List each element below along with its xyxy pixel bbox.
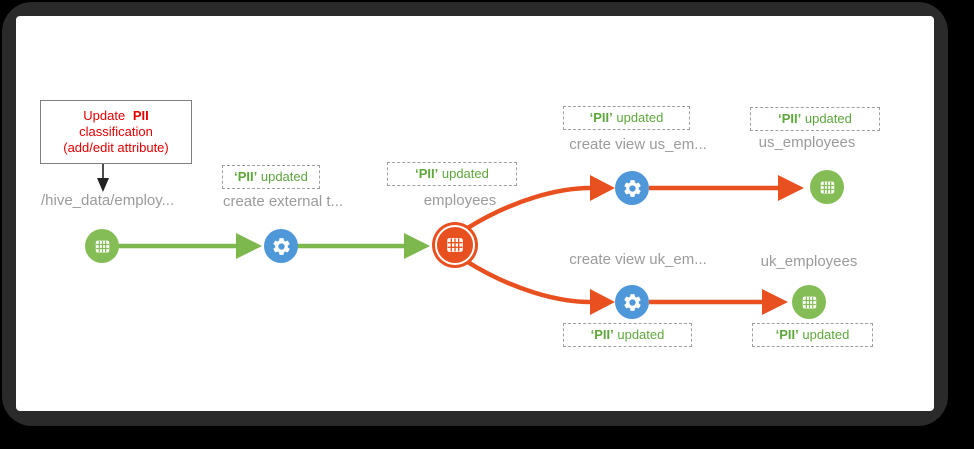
node-label-us-employees: us_employees xyxy=(758,134,856,151)
lineage-canvas: Update PII classification (add/edit attr… xyxy=(16,16,934,411)
pii-badge-employees: ‘PII’ updated xyxy=(387,162,517,186)
pii-badge-create-external: ‘PII’ updated xyxy=(222,165,320,189)
callout-update-pii: Update PII classification (add/edit attr… xyxy=(40,100,192,164)
node-label-create-view-uk: create view uk_em... xyxy=(569,251,707,268)
table-icon xyxy=(93,237,112,256)
gear-icon xyxy=(271,236,292,257)
node-label-uk-employees: uk_employees xyxy=(760,253,858,270)
table-icon xyxy=(444,234,466,256)
node-label-create-view-us: create view us_em... xyxy=(569,136,707,153)
callout-line1: Update PII xyxy=(83,108,149,123)
node-create-view-uk-operation[interactable] xyxy=(615,285,649,319)
arrowhead-icon xyxy=(778,175,804,201)
arrowhead-icon xyxy=(590,175,615,201)
callout-line3: (add/edit attribute) xyxy=(63,140,169,155)
lineage-edges xyxy=(97,162,804,315)
node-label-source: /hive_data/employ... xyxy=(41,192,175,209)
arrowhead-icon xyxy=(590,289,615,315)
node-label-create-external: create external t... xyxy=(222,193,344,210)
pii-badge-create-view-uk: ‘PII’ updated xyxy=(563,323,692,347)
pii-badge-uk-employees: ‘PII’ updated xyxy=(752,323,873,347)
node-create-view-us-operation[interactable] xyxy=(615,171,649,205)
arrowhead-icon xyxy=(762,289,788,315)
gear-icon xyxy=(622,292,643,313)
table-icon xyxy=(818,178,837,197)
table-icon xyxy=(800,293,819,312)
arrowhead-icon xyxy=(404,233,430,259)
node-source-dataset[interactable] xyxy=(85,229,119,263)
arrowhead-icon xyxy=(236,233,262,259)
callout-line2: classification xyxy=(79,124,153,139)
pii-badge-create-view-us: ‘PII’ updated xyxy=(563,106,690,130)
callout-arrowhead-icon xyxy=(97,178,109,192)
node-us-employees-dataset[interactable] xyxy=(810,170,844,204)
node-create-external-operation[interactable] xyxy=(264,229,298,263)
node-uk-employees-dataset[interactable] xyxy=(792,285,826,319)
node-label-employees: employees xyxy=(423,192,497,209)
selection-ring xyxy=(435,225,475,265)
node-employees-dataset[interactable] xyxy=(432,222,478,268)
pii-badge-us-employees: ‘PII’ updated xyxy=(750,107,880,131)
gear-icon xyxy=(622,178,643,199)
